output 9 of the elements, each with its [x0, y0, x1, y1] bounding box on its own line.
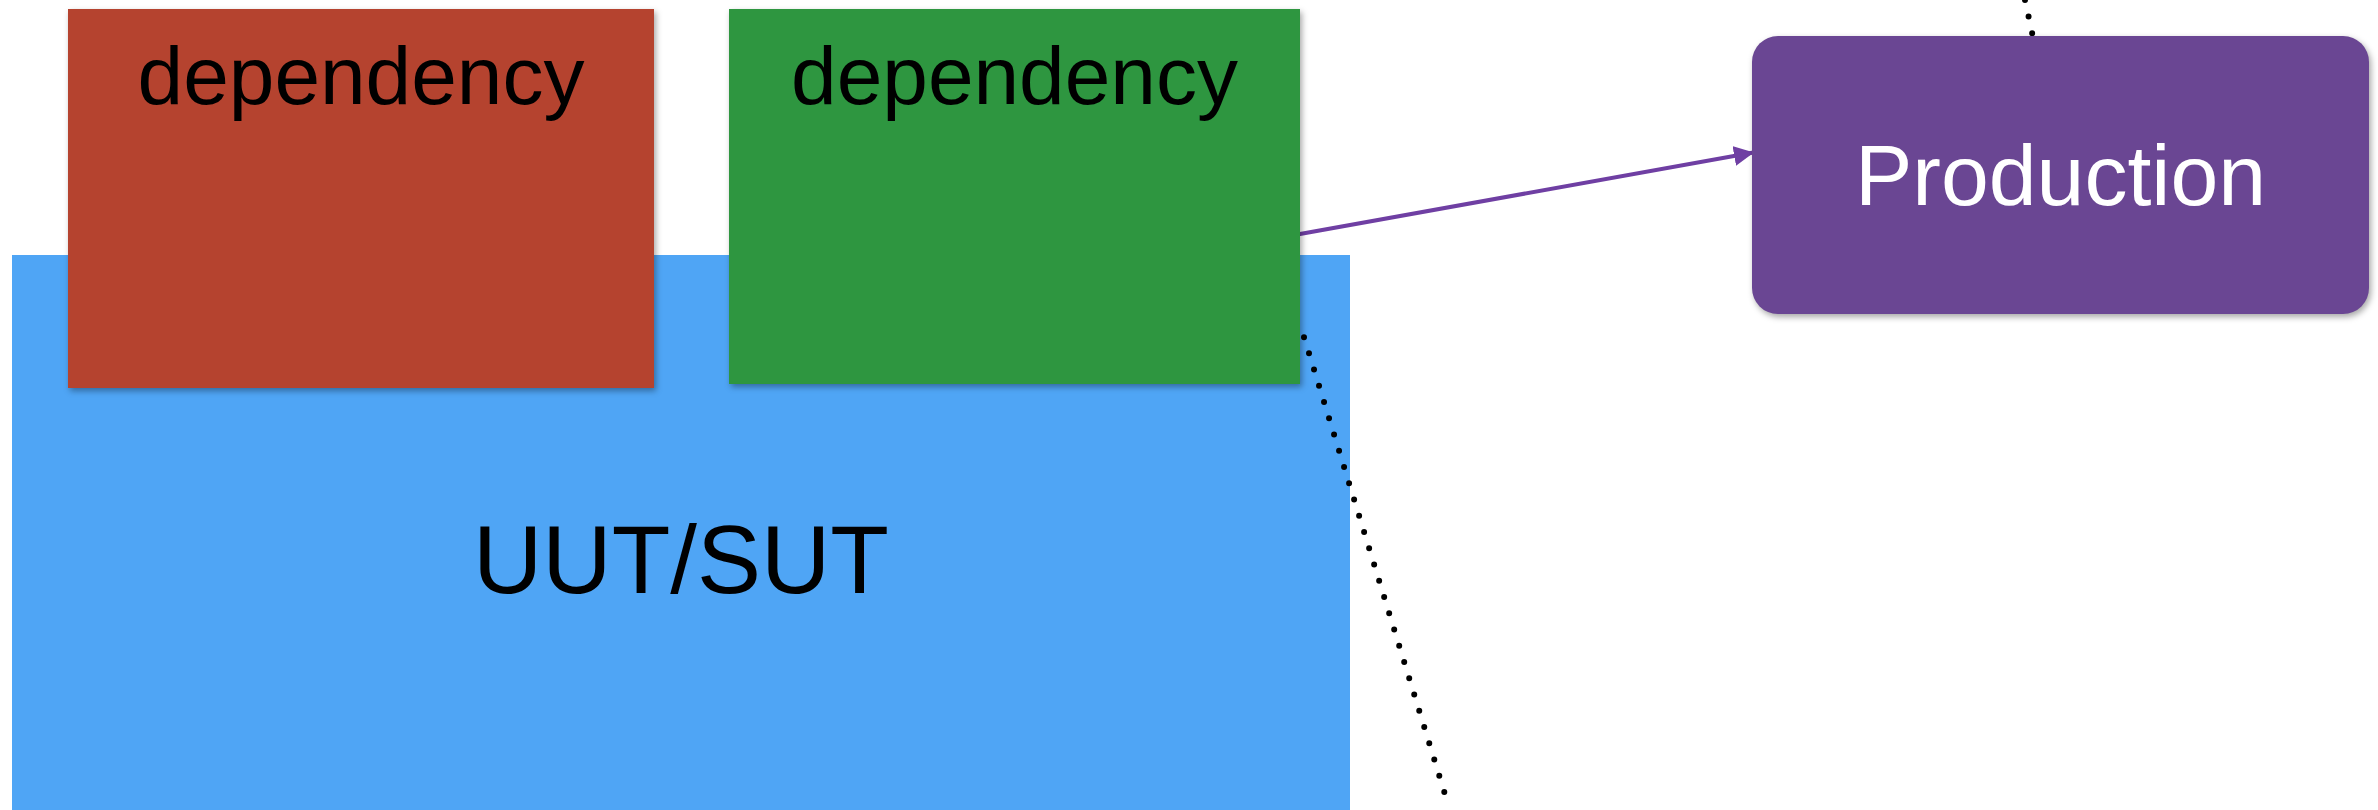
- node-label: Production: [1854, 125, 2267, 225]
- node-label: UUT/SUT: [473, 505, 889, 615]
- environment-box: [1752, 36, 2369, 314]
- node-label: dependency: [791, 29, 1238, 123]
- dependency-box: [729, 9, 1300, 384]
- node-label: dependency: [137, 29, 585, 123]
- dotted-connector: [2022, 0, 2036, 39]
- arrow: [1298, 146, 1754, 236]
- dependency-box: [68, 9, 654, 388]
